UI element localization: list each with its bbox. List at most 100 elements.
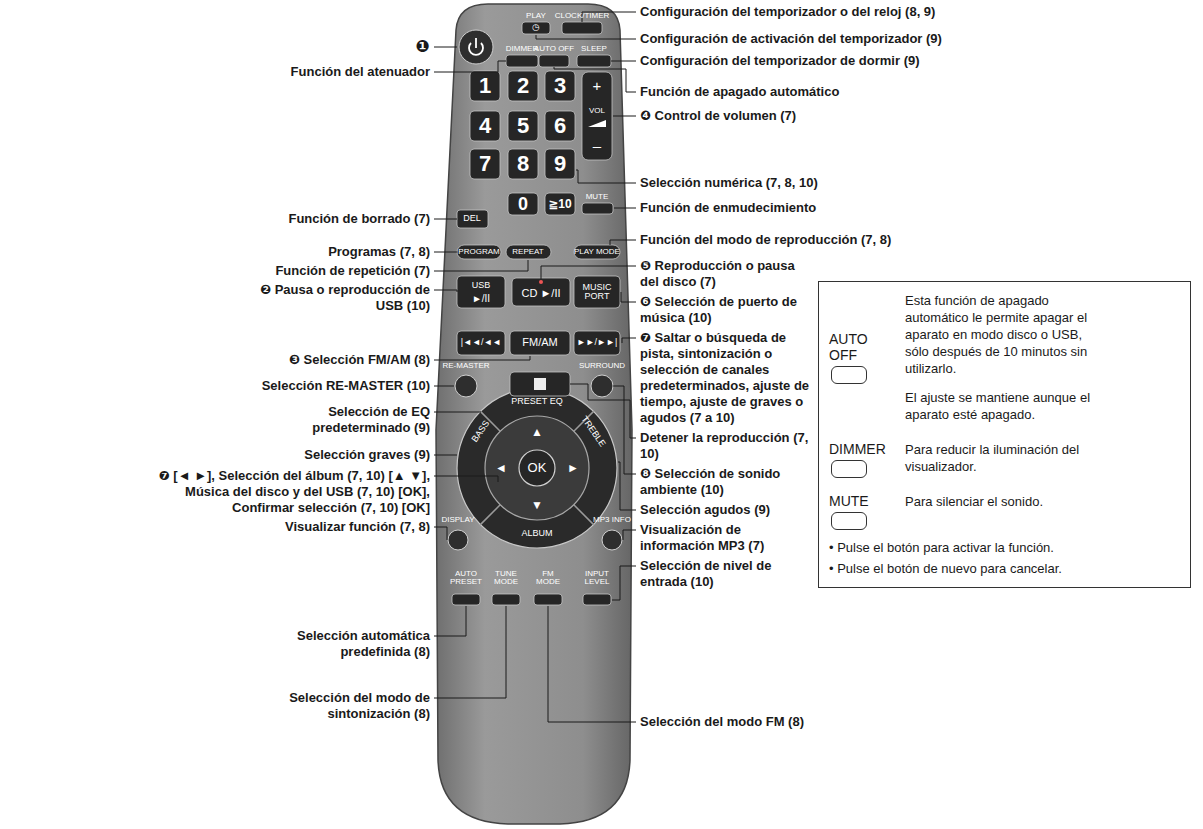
leader-line xyxy=(548,606,636,722)
callout-text: Selección automática predefinida (8) xyxy=(260,628,430,660)
callout-text: Configuración del temporizador de dormir… xyxy=(640,53,1180,69)
callout-text: Selección de EQ predeterminado (9) xyxy=(260,404,430,436)
button-label: FM/AM xyxy=(505,337,575,349)
button-label: 3 xyxy=(525,74,595,97)
button-label: ≧10 xyxy=(525,198,595,211)
button-label: ▲ xyxy=(502,426,572,439)
leader-line xyxy=(541,266,636,279)
callout-text: Selección RE-MASTER (10) xyxy=(230,378,430,394)
callout-text: ❻ Selección de puerto de música (10) xyxy=(640,294,812,326)
leader-line xyxy=(618,462,636,510)
leader-line xyxy=(610,240,636,245)
button-label: DISPLAY xyxy=(423,516,493,524)
callout-text: Selección graves (9) xyxy=(230,447,430,463)
button-label: 6 xyxy=(525,114,595,137)
callout-text: Función de apagado automático xyxy=(640,84,1180,100)
button-label: AUTO OFF xyxy=(519,45,589,53)
leader-line xyxy=(613,116,636,117)
button-label: 8 xyxy=(488,152,558,175)
button-label: AUTO PRESET xyxy=(450,570,482,587)
remote-button xyxy=(577,55,611,67)
leader-line xyxy=(434,606,506,698)
button-label: ►►/►►| xyxy=(562,338,632,347)
button-label: CD ►/II xyxy=(506,288,576,300)
callout-text: ❺ Reproducción o pausa del disco (7) xyxy=(640,258,812,290)
button-label: + xyxy=(562,78,632,94)
button-outline xyxy=(831,512,867,530)
button-label: ►/II xyxy=(446,294,516,305)
button-label: RE-MASTER xyxy=(431,362,501,370)
description-text: El ajuste se mantiene aunque el aparato … xyxy=(905,389,1095,423)
button-label: TUNE MODE xyxy=(490,570,522,587)
button-label: 7 xyxy=(450,152,520,175)
remote-button xyxy=(510,372,570,396)
stop-symbol xyxy=(534,378,546,390)
callout-text: Selección de nivel de entrada (10) xyxy=(640,558,812,590)
note-bullet: • Pulse el botón para activar la función… xyxy=(829,539,1179,556)
description-text: Esta función de apagado automático le pe… xyxy=(905,292,1095,377)
leader-line xyxy=(611,61,636,62)
callout-text: Función de borrado (7) xyxy=(230,211,430,227)
leader-line xyxy=(434,412,481,413)
power-symbol xyxy=(469,38,483,55)
remote-button xyxy=(539,55,569,67)
leader-line xyxy=(434,290,457,292)
button-name: AUTO OFF xyxy=(829,331,899,363)
callout-text: ❷ Pausa o reproducción de USB (10) xyxy=(230,282,430,314)
button-label: 2 xyxy=(488,74,558,97)
button-name: DIMMER xyxy=(829,441,899,457)
callout-text: ❼ Saltar o búsqueda de pista, sintonizac… xyxy=(640,330,812,426)
remote-button xyxy=(492,594,520,605)
button-label: MUSIC PORT xyxy=(577,283,617,302)
remote-button xyxy=(534,594,562,605)
button-label: 0 xyxy=(488,195,558,214)
button-label: ◷ xyxy=(501,23,571,32)
button-label: MP3 INFO xyxy=(577,516,647,524)
callout-text: ❼ [◄ ►], Selección del álbum (7, 10) [▲ … xyxy=(130,468,430,516)
button-label: |◄◄/◄◄ xyxy=(446,338,516,347)
leader-line xyxy=(536,35,636,39)
button-label: 9 xyxy=(525,152,595,175)
button-label: INPUT LEVEL xyxy=(581,570,613,587)
leader-line xyxy=(434,356,530,360)
cd-indicator xyxy=(539,280,543,284)
remote-button xyxy=(583,594,611,605)
leader-line xyxy=(621,292,636,302)
button-label: FM MODE xyxy=(533,570,563,587)
button-label: ◄ xyxy=(466,462,536,475)
button-outline xyxy=(831,366,867,384)
button-label: – xyxy=(562,138,632,154)
remote-button xyxy=(562,22,602,34)
leader-line xyxy=(434,252,457,253)
button-label: ALBUM xyxy=(502,529,572,538)
button-label: OK xyxy=(502,461,572,475)
volume-wedge xyxy=(588,120,606,127)
note-bullet: • Pulse el botón de nuevo para cancelar. xyxy=(829,560,1179,577)
callout-text: Selección del modo FM (8) xyxy=(640,714,1180,730)
leader-line xyxy=(612,566,636,600)
round-button xyxy=(455,375,477,397)
callout-text: Función de repetición (7) xyxy=(230,263,430,279)
button-label: DEL xyxy=(437,214,507,223)
button-outline xyxy=(831,460,867,478)
round-button xyxy=(602,530,622,550)
leader-line xyxy=(622,338,636,343)
callout-text: ❽ Selección de sonido ambiente (10) xyxy=(640,466,812,498)
callout-text: Selección agudos (9) xyxy=(640,502,812,518)
round-button xyxy=(459,30,493,64)
leader-line xyxy=(434,527,447,540)
callout-text: ❹ Control de volumen (7) xyxy=(640,108,1180,124)
button-label: REPEAT xyxy=(493,248,563,256)
callout-text: ❶ xyxy=(406,38,430,56)
button-name: MUTE xyxy=(829,493,899,509)
info-box: AUTO OFFEsta función de apagado automáti… xyxy=(818,281,1191,588)
leader-line xyxy=(434,47,457,48)
description-text: Para silenciar el sonido. xyxy=(905,493,1095,510)
callout-text: Programas (7, 8) xyxy=(230,244,430,260)
button-label: ▼ xyxy=(502,499,572,512)
leader-line xyxy=(434,455,457,456)
button-label: ► xyxy=(538,462,608,475)
remote-button xyxy=(506,55,538,67)
remote-button xyxy=(452,594,480,605)
